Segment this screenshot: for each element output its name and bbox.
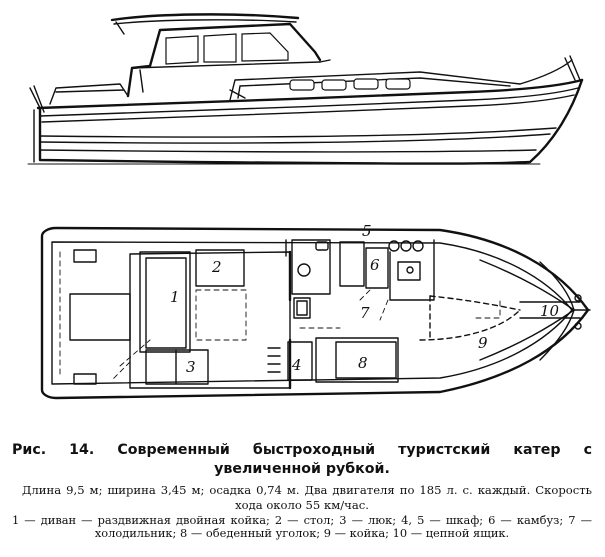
callout-8: 8 <box>358 354 368 372</box>
plan-view <box>40 226 591 400</box>
callout-9: 9 <box>478 334 488 352</box>
callout-3: 3 <box>186 358 196 376</box>
legend-item: 2 — стол; <box>274 513 335 527</box>
legend-item: 3 — люк; <box>339 513 397 527</box>
callout-6: 6 <box>370 256 380 274</box>
callout-10: 10 <box>540 302 560 320</box>
legend-item: 8 — обеденный уголок; <box>180 526 321 541</box>
legend-item: 6 — камбуз; <box>488 513 564 527</box>
callout-2: 2 <box>211 258 222 276</box>
legend-item: 9 — койка; <box>323 526 389 541</box>
legend-item: 1 — диван — раздвижная двойная койка; <box>12 513 270 527</box>
legend-item: 7 — холодильник; <box>94 513 592 541</box>
callout-7: 7 <box>360 304 370 322</box>
legend-item: 10 — цепной ящик. <box>392 526 510 541</box>
callout-5: 5 <box>362 222 372 240</box>
callout-1: 1 <box>170 288 180 306</box>
figure-caption: Рис. 14. Современный быстроходный турист… <box>12 441 592 540</box>
caption-title: Рис. 14. Современный быстроходный турист… <box>12 442 592 477</box>
legend-item: 4, 5 — шкаф; <box>401 513 484 527</box>
boat-drawing: 1 2 3 4 5 6 7 8 9 10 <box>27 13 591 400</box>
side-elevation <box>27 13 584 165</box>
caption-legend: 1 — диван — раздвижная двойная койка; 2 … <box>12 513 592 541</box>
callout-4: 4 <box>291 356 302 374</box>
caption-specs: Длина 9,5 м; ширина 3,45 м; осадка 0,74 … <box>22 483 592 512</box>
